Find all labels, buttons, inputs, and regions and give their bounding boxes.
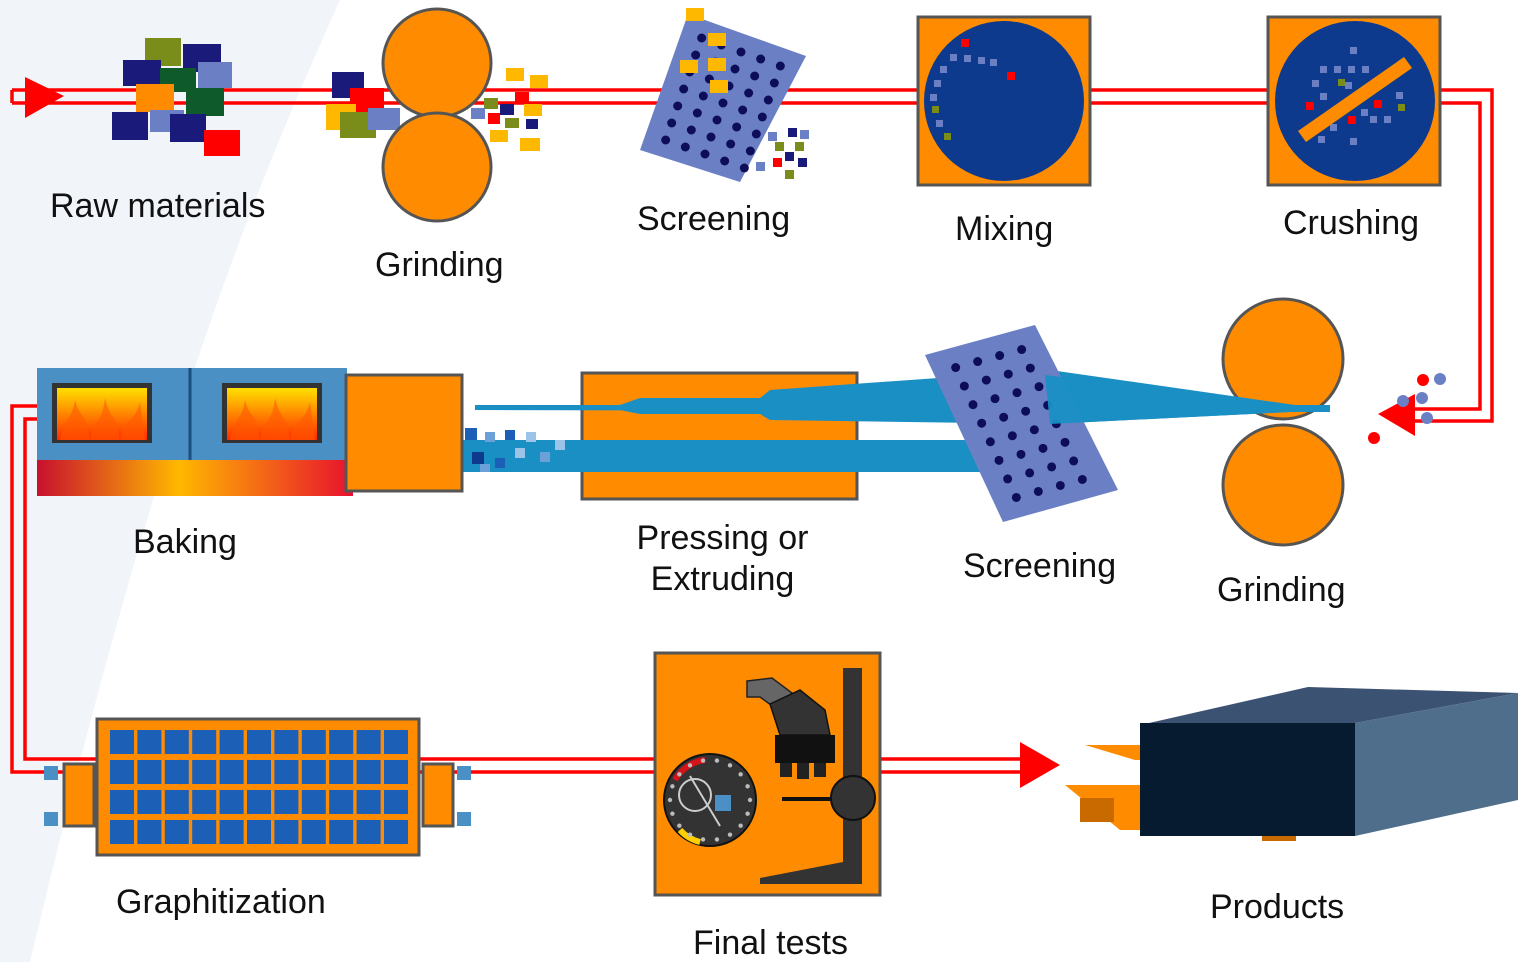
graphitization-furnace-icon — [44, 717, 471, 857]
step-label-grinding: Grinding — [375, 246, 504, 284]
step-label-products: Products — [1210, 888, 1345, 926]
step-label-screening-2: Screening — [963, 547, 1117, 585]
step-label-baking: Baking — [133, 523, 237, 561]
flow-arrow-icon — [1378, 394, 1415, 436]
raw-materials-icon — [112, 38, 240, 156]
screening-sieve-icon — [640, 8, 809, 182]
step-label-screening: Screening — [637, 200, 791, 238]
grinding-rollers-icon — [326, 7, 548, 223]
step-label-raw-materials: Raw materials — [50, 187, 266, 225]
step-label-crushing: Crushing — [1283, 204, 1420, 242]
particle-flow — [465, 428, 565, 472]
baking-furnace-icon — [37, 368, 464, 496]
step-label-pressing-line1: Pressing or — [636, 519, 809, 557]
screening-sieve-icon — [925, 325, 1330, 522]
grinding-rollers-icon — [1221, 297, 1446, 547]
flow-arrow-icon — [25, 77, 64, 118]
step-label-pressing-line2: Extruding — [650, 559, 795, 598]
step-label-final-tests: Final tests — [693, 924, 848, 962]
step-label-mixing: Mixing — [955, 210, 1054, 248]
flow-arrow-icon — [1020, 742, 1060, 788]
crushing-drum-icon — [1266, 15, 1442, 187]
products-pallet-icon — [1065, 687, 1518, 841]
background-sweep — [0, 0, 340, 962]
step-label-graphitization: Graphitization — [116, 883, 326, 921]
step-label-pressing: Pressing or Extruding — [600, 518, 845, 600]
final-tests-microscope-icon — [653, 651, 882, 897]
press-extruder-icon — [462, 370, 1330, 501]
mixing-drum-icon — [916, 15, 1092, 187]
step-label-grinding-2: Grinding — [1217, 571, 1346, 609]
